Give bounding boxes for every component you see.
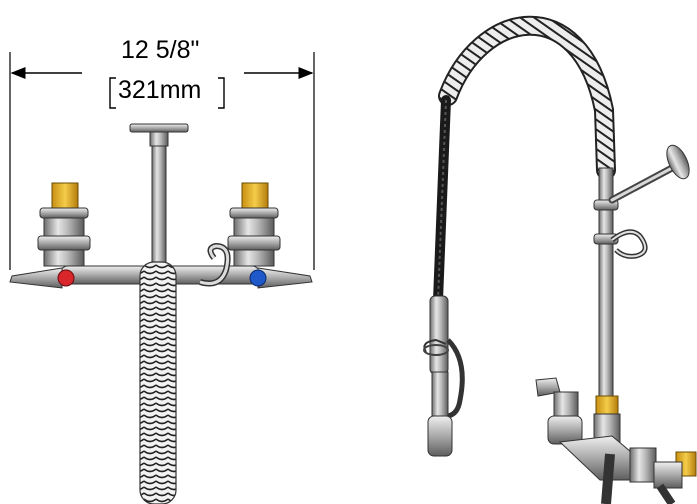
right-valve-assembly [227,182,281,267]
clamp-lower [593,233,619,245]
flexible-hose [433,95,451,305]
left-valve-assembly [37,182,91,267]
riser-pipe [151,139,167,271]
lever-handle-left [9,267,63,289]
dimension-mm-label: 321mm [118,76,202,104]
wall-flange [666,144,690,180]
spring-hose [139,261,177,504]
dimension-inches-label: 12 5/8" [121,36,200,64]
cold-index [249,269,267,287]
dimension-annotation [9,52,315,270]
bracket-left [109,77,116,109]
mixing-valve-body [535,377,697,504]
wall-bracket [129,123,189,133]
perspective-view [423,15,697,504]
spray-valve [423,295,465,457]
bracket-right [218,77,225,109]
squeeze-lever [446,338,465,419]
hot-index [57,269,75,287]
pre-rinse-spring-coil [440,17,614,178]
front-view [9,123,313,504]
spray-head [427,415,453,457]
